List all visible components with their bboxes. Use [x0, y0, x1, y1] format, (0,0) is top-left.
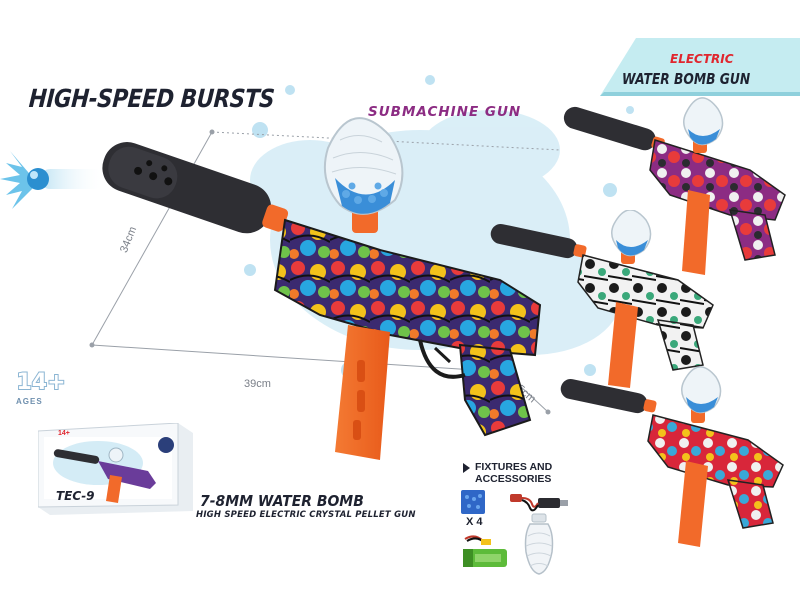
- variant-gun-red: [560, 366, 784, 547]
- box-model-label: TEC-9: [56, 489, 95, 503]
- hopper-icon: [324, 117, 404, 215]
- age-label: AGES: [16, 397, 43, 406]
- gel-bead-pack-icon: [461, 490, 485, 514]
- banner-line1: ELECTRIC: [670, 52, 734, 66]
- charger-cable-icon: [510, 494, 568, 512]
- subtitle: SUBMACHINE GUN: [368, 104, 522, 120]
- silencer: [102, 142, 289, 234]
- product-box: 14+ TEC-9: [38, 423, 193, 515]
- water-splash-icon: [0, 151, 105, 209]
- variant-gun-purple: [563, 97, 786, 275]
- age-badge: 14+ AGES: [6, 369, 76, 412]
- bottle-icon: [524, 513, 554, 575]
- length-dimension-label: 39cm: [244, 378, 271, 390]
- product-type-banner: ELECTRIC WATER BOMB GUN: [600, 38, 800, 96]
- main-gun-image: [102, 117, 542, 460]
- product-box-shape: [38, 423, 193, 515]
- banner-line2: WATER BOMB GUN: [622, 70, 751, 88]
- arrow-right-icon: [463, 463, 470, 473]
- accessory-quantity: X 4: [466, 516, 483, 528]
- box-age: 14+: [58, 430, 70, 437]
- battery-icon: [463, 535, 507, 567]
- product-title: 7-8MM WATER BOMB: [200, 492, 364, 510]
- banner-shape: [600, 38, 800, 96]
- variant-gun-white: [490, 210, 714, 388]
- accessories-title: FIXTURES AND ACCESSORIES: [475, 461, 553, 485]
- product-subtitle: HIGH SPEED ELECTRIC CRYSTAL PELLET GUN: [196, 510, 416, 520]
- age-number: 14+: [15, 369, 66, 396]
